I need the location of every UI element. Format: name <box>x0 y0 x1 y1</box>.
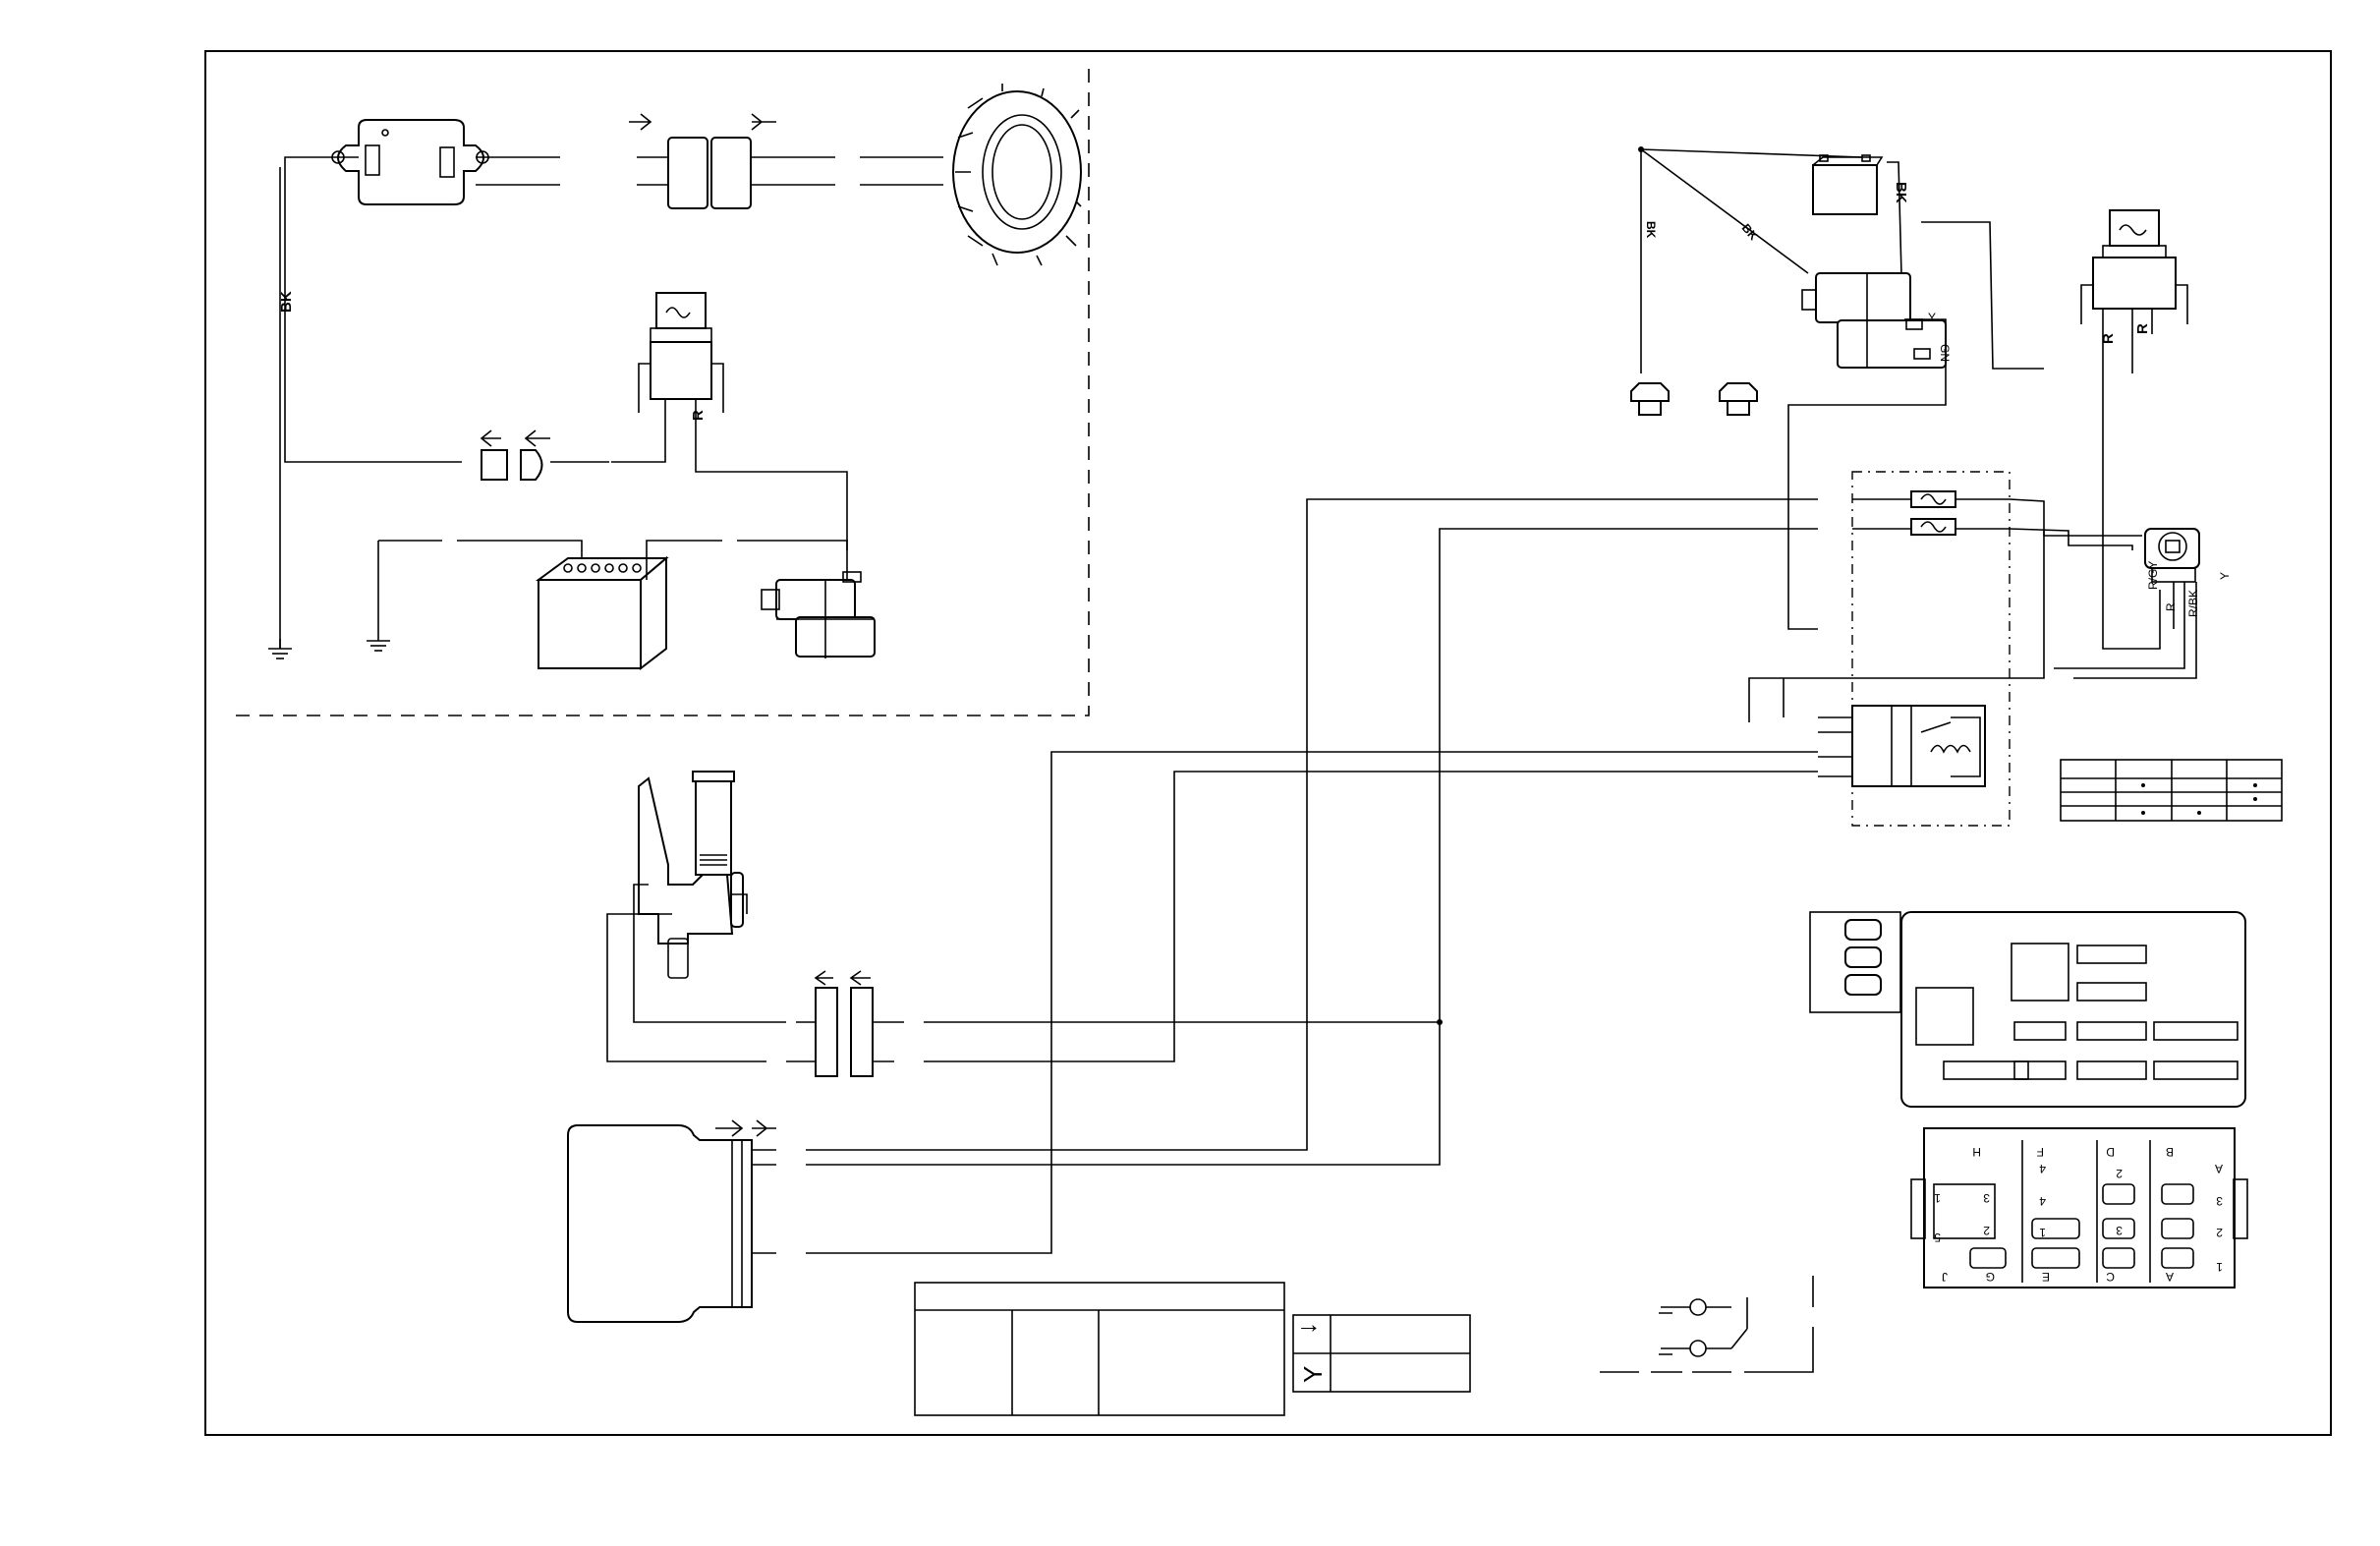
fuse-num-9: 5 <box>1934 1231 1941 1244</box>
fuse-letter-h: H <box>1972 1145 1981 1159</box>
fuse-letter-g: G <box>1986 1270 1995 1284</box>
relay-right-label-r-b: R <box>2134 323 2151 334</box>
fuse-letter-d: D <box>2106 1145 2115 1159</box>
legend-table <box>914 1282 1285 1416</box>
fuse-num-4: 4 <box>2039 1162 2046 1175</box>
subcircuit-boundary <box>236 69 1090 716</box>
fuse-num-1: 1 <box>1934 1191 1941 1205</box>
fuse-num-3: 3 <box>1983 1191 1990 1205</box>
voltage-regulator <box>331 119 489 205</box>
starter-label-y: Y <box>1928 311 1936 324</box>
diagram-frame <box>204 50 2332 1436</box>
ground-wire-bk <box>284 156 362 463</box>
switch-connector <box>814 970 874 1077</box>
starter-motor-left <box>761 571 876 658</box>
fuse-num-10: 1 <box>2039 1226 2046 1239</box>
fuse-2 <box>1910 518 1956 536</box>
fuse-letter-a-right: A <box>2215 1162 2223 1175</box>
wire-label-bk-vertical: BK <box>1644 221 1658 239</box>
ground-symbol-2 <box>367 629 390 652</box>
fuse-num-2: 2 <box>1983 1224 1990 1237</box>
relay-wire-label-r: R <box>690 410 707 421</box>
fuse-letter-b: B <box>2166 1145 2174 1159</box>
switch-position-table <box>2060 759 2283 822</box>
fuse-num-5: 1 <box>2216 1260 2223 1274</box>
ground-symbol <box>268 639 292 659</box>
starter-relay-right <box>2080 209 2188 324</box>
relay-connector <box>480 429 550 481</box>
battery-diag-wire <box>1640 148 1809 274</box>
control-module <box>567 1119 776 1323</box>
fuse-letter-j: J <box>1942 1270 1948 1284</box>
fuse-letter-a: A <box>2166 1270 2174 1284</box>
lamp-circuit <box>1600 1276 1814 1373</box>
fuse-letter-c: C <box>2106 1270 2115 1284</box>
fuse-letter-e: E <box>2042 1270 2050 1284</box>
starter-relay-left <box>638 292 724 413</box>
connector-symbol-legend: ↑ Y <box>1292 1314 1471 1393</box>
fuse-num-7: 3 <box>2216 1194 2223 1208</box>
ignition-switch <box>2144 528 2200 583</box>
ignition-label-r-bk: R/BK <box>2186 590 2200 617</box>
ignition-label-y: Y <box>2218 572 2232 580</box>
stator-coil <box>952 84 1082 266</box>
fuse-num-8: 4 <box>2039 1194 2046 1208</box>
male-terminal-symbol: ↑ <box>1296 1322 1326 1335</box>
fuse-relay-block <box>1851 471 2011 827</box>
clutch-wire-b <box>924 771 1818 1062</box>
fuse-box: H F D B J G E C A A 1 2 3 4 1 2 3 4 5 1 … <box>1910 1127 2248 1288</box>
fuse-num-11: 2 <box>2116 1167 2123 1180</box>
starter-motor-right <box>1801 272 1947 369</box>
ignition-label-r-gy: R/GY <box>2146 561 2160 590</box>
battery-right <box>1812 154 1884 215</box>
starter-relay-internal <box>1851 705 1986 787</box>
stator-connector <box>629 113 776 209</box>
fuse-num-6: 2 <box>2216 1226 2223 1239</box>
ground-post-b <box>1719 382 1758 416</box>
battery-wire-bk: BK <box>1893 182 1909 203</box>
instrument-cluster <box>1809 911 2246 1108</box>
ground-post-a <box>1630 382 1670 416</box>
female-terminal-symbol: Y <box>1298 1366 1328 1383</box>
battery-left <box>535 555 669 671</box>
fuse-num-12: 3 <box>2116 1224 2123 1237</box>
fuse-1 <box>1910 490 1956 508</box>
starter-label-gn: GN <box>1938 344 1952 362</box>
battery-ground-wire <box>1640 148 1863 158</box>
clutch-lever-switch <box>638 771 744 979</box>
ignition-label-r: R <box>2164 602 2178 611</box>
fuse-letter-f: F <box>2037 1145 2044 1159</box>
relay-right-label-r-a: R <box>2100 333 2117 344</box>
wire-label-bk: BK <box>278 291 295 313</box>
